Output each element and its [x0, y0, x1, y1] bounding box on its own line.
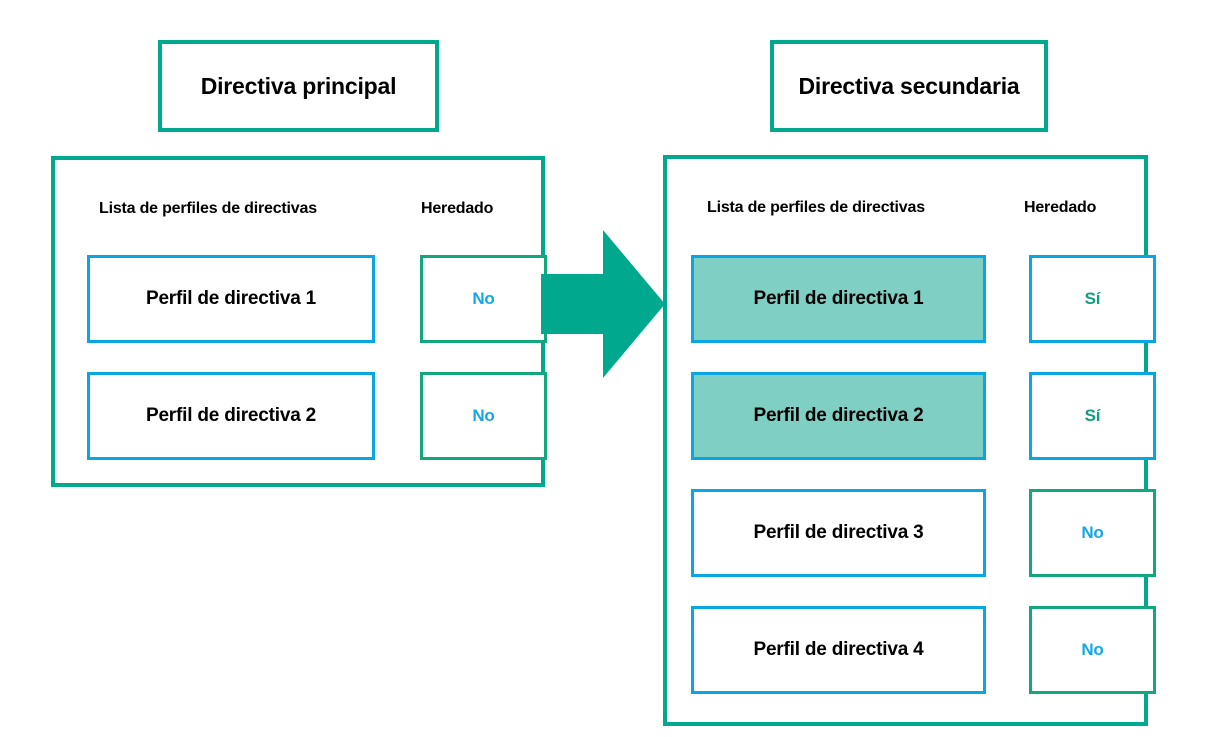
policy-profile-label: Perfil de directiva 2 — [145, 405, 317, 426]
inherited-value-box[interactable]: No — [1029, 489, 1156, 577]
inherited-value-label: No — [472, 406, 495, 425]
inherited-value-label: No — [1081, 523, 1104, 542]
table-row[interactable]: Perfil de directiva 1 Sí — [691, 255, 1156, 343]
inherited-value-box[interactable]: Sí — [1029, 255, 1156, 343]
secondary-policy-title-box: Directiva secundaria — [770, 40, 1048, 132]
secondary-policy-title-text: Directiva secundaria — [798, 72, 1020, 99]
inherited-value-box[interactable]: No — [420, 255, 547, 343]
inherited-value-label: Sí — [1084, 406, 1101, 425]
policy-profile-box[interactable]: Perfil de directiva 1 — [87, 255, 375, 343]
secondary-policy-panel: Lista de perfiles de directivas Heredado… — [663, 155, 1156, 726]
policy-profile-box[interactable]: Perfil de directiva 3 — [691, 489, 986, 577]
table-row[interactable]: Perfil de directiva 4 No — [691, 606, 1156, 694]
policy-profile-label: Perfil de directiva 4 — [753, 639, 924, 660]
table-row[interactable]: Perfil de directiva 2 Sí — [691, 372, 1156, 460]
secondary-column-headers: Lista de perfiles de directivas Heredado — [667, 199, 1144, 223]
policy-profile-label: Perfil de directiva 1 — [753, 288, 924, 309]
right-arrow-icon — [541, 230, 665, 378]
inherited-value-label: Sí — [1084, 289, 1101, 308]
primary-column-header-profile-list: Lista de perfiles de directivas — [99, 200, 317, 217]
policy-profile-label: Perfil de directiva 3 — [753, 522, 924, 543]
primary-column-headers: Lista de perfiles de directivas Heredado — [55, 200, 541, 224]
table-row[interactable]: Perfil de directiva 3 No — [691, 489, 1156, 577]
inherited-value-label: No — [1081, 640, 1104, 659]
secondary-column-header-inherited: Heredado — [1024, 199, 1097, 216]
primary-policy-title-text: Directiva principal — [200, 72, 397, 99]
primary-column-header-inherited: Heredado — [421, 200, 494, 217]
inherited-value-box[interactable]: No — [420, 372, 547, 460]
policy-profile-box[interactable]: Perfil de directiva 1 — [691, 255, 986, 343]
policy-profile-box[interactable]: Perfil de directiva 4 — [691, 606, 986, 694]
policy-profile-label: Perfil de directiva 2 — [753, 405, 924, 426]
policy-profile-label: Perfil de directiva 1 — [145, 288, 317, 309]
policy-profile-box[interactable]: Perfil de directiva 2 — [691, 372, 986, 460]
policy-profile-box[interactable]: Perfil de directiva 2 — [87, 372, 375, 460]
secondary-column-header-profile-list: Lista de perfiles de directivas — [707, 199, 925, 216]
inherited-value-box[interactable]: Sí — [1029, 372, 1156, 460]
table-row[interactable]: Perfil de directiva 1 No — [87, 255, 547, 343]
primary-policy-title-box: Directiva principal — [158, 40, 439, 132]
inherited-value-box[interactable]: No — [1029, 606, 1156, 694]
table-row[interactable]: Perfil de directiva 2 No — [87, 372, 547, 460]
inherited-value-label: No — [472, 289, 495, 308]
primary-policy-panel: Lista de perfiles de directivas Heredado… — [51, 156, 547, 487]
